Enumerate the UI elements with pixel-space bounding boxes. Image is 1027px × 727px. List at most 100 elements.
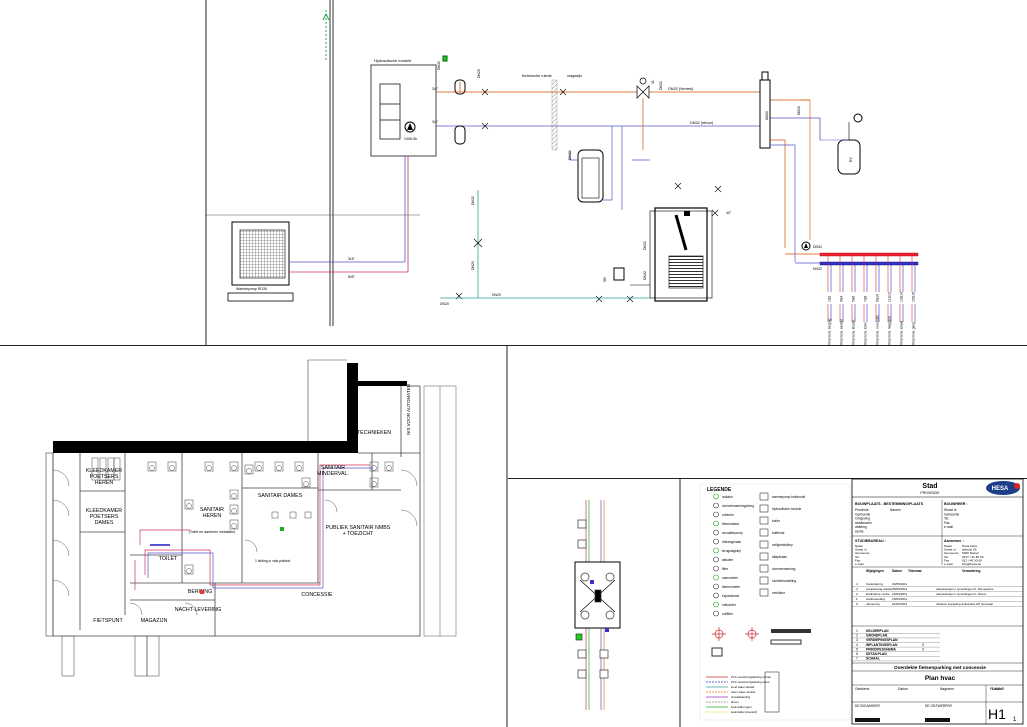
expansion-vessel <box>454 79 466 95</box>
legend-item: luchtbehandeling <box>759 576 796 585</box>
manifold-target-label: Vloerverw. gang <box>912 322 916 345</box>
legend-item: terugslagklep <box>713 547 741 554</box>
room-fietspunt: FIETSPUNT <box>93 618 123 624</box>
svg-text:radiator: radiator <box>722 495 734 499</box>
cold-water-line <box>440 190 650 299</box>
tb-rev-header: Datum <box>892 569 902 573</box>
tb-contractor-value: Hesa bvba <box>962 544 977 548</box>
svg-text:warm water sanitair: warm water sanitair <box>731 690 755 694</box>
svg-text:collector: collector <box>722 513 735 517</box>
tb-signature-label: DE BOUWHEER <box>855 704 881 708</box>
tb-footer-label: Datum <box>898 687 908 691</box>
svg-text:2: 2 <box>856 592 858 596</box>
svg-text:Aanbesteding: Aanbesteding <box>866 597 885 601</box>
hydraulic-module-label: Hydraulische module <box>374 58 412 63</box>
svg-text:afsluiter: afsluiter <box>722 558 734 562</box>
legend-line-type: koud water sanitair <box>706 685 755 689</box>
svg-text:1: 1 <box>856 597 858 601</box>
manifold-target-label: Vloerverw. toilet <box>864 322 868 345</box>
manifold-circuit-label: 5&6 <box>852 296 856 302</box>
tb-field-value: Namen <box>890 508 901 512</box>
manifold-circuit-label: 9&10 <box>876 294 880 302</box>
svg-text:DN20: DN20 <box>440 302 449 306</box>
tb-contractor-label: Fax. <box>944 558 950 562</box>
tb-rev-header: Verandering <box>962 569 980 573</box>
manifold-circuit-label: 15&16 <box>912 292 916 302</box>
svg-text:DN32: DN32 <box>643 241 647 250</box>
legend-item: afsluiter <box>713 556 734 563</box>
svg-text:driewegkraan: driewegkraan <box>722 540 741 544</box>
boiler-tank <box>654 207 708 302</box>
tb-contractor-value: 5000 Namur <box>962 551 979 555</box>
tb-plan-mark: X <box>922 643 925 647</box>
manifold-target-label: Vloerverw. lokaal <box>900 321 904 345</box>
svg-text:thermometer: thermometer <box>722 585 741 589</box>
legend-line-type: koelmiddel (gas) <box>706 705 752 709</box>
tb-plan-name: SCHAAL <box>866 657 880 661</box>
tb-contractor-value: 0477 / 21 60 60 <box>962 555 984 559</box>
tb-footer-label: Getekend <box>855 687 869 691</box>
svg-text:40°: 40° <box>726 211 732 215</box>
tb-field-label: Gemeente <box>944 512 960 516</box>
svg-text:vloerverwarming: vloerverwarming <box>772 567 796 571</box>
floor-heating-manifold <box>785 252 919 266</box>
tb-contractor-value: info@hesa.be <box>962 562 981 566</box>
section-contractor: Aannemer : <box>944 539 964 543</box>
svg-text:3/4": 3/4" <box>432 120 439 124</box>
tb-rev-header: Tekenaar <box>908 569 923 573</box>
pump-icon <box>404 121 416 133</box>
legend-item: vloerverwarmingskring <box>713 502 754 509</box>
tb-plan-no: 7 <box>856 657 858 661</box>
svg-text:3: 3 <box>856 587 858 591</box>
tech-room-label: technische ruimte <box>522 74 552 78</box>
room-sanitair-dames: SANITAIR DAMES <box>258 493 303 499</box>
legend-item: expansievat <box>713 592 739 599</box>
up-arrow-icon <box>322 12 330 21</box>
svg-text:01/09/2011: 01/09/2011 <box>892 602 908 606</box>
client-sub: PROVINCIE <box>920 491 940 495</box>
legend-item: circulatiepomp <box>713 529 743 536</box>
tb-plan-no: 1 <box>856 629 858 633</box>
svg-text:15/03/2011: 15/03/2011 <box>892 597 908 601</box>
svg-text:DN32: DN32 <box>813 267 822 271</box>
three-way-valve-icon <box>636 77 650 99</box>
ahu-detail <box>574 500 621 710</box>
svg-text:DN32: DN32 <box>643 271 647 280</box>
svg-text:manometer: manometer <box>722 576 739 580</box>
tb-plan-no: 6 <box>856 652 858 656</box>
tb-study-label: Gemeente <box>855 551 870 555</box>
svg-text:SB: SB <box>603 277 607 282</box>
floorplan-note: 1 leiding in vals plafond <box>255 559 290 563</box>
manifold-circuit-label: 3&4 <box>840 296 844 302</box>
tb-plan-name: PRINCIPESCHEMA <box>866 647 896 651</box>
svg-text:luchtbehandeling: luchtbehandeling <box>772 579 796 583</box>
tb-plan-name: VERDIEPINGSPLAN <box>866 638 898 642</box>
svg-text:05/05/2011: 05/05/2011 <box>892 587 908 591</box>
tb-contractor-value: afstand 28 <box>962 548 977 552</box>
tb-field-label: Gemeente <box>855 512 871 516</box>
legend-title: LEGENDE <box>707 487 732 493</box>
hvac-schematic: Hydraulische module 100N 8h 3/4" 5/8" <box>205 0 919 345</box>
legend-line-type: koelmiddel (vloeistof) <box>706 710 757 714</box>
plan-title: Plan hvac <box>925 675 956 682</box>
manifold-circuit-label: 7&8 <box>864 296 868 302</box>
svg-text:ontluchter: ontluchter <box>722 603 737 607</box>
tb-field-label: Tel. <box>944 517 949 521</box>
room-magazijn: MAGAZIJN <box>141 618 168 624</box>
tb-study-label: e-mail <box>855 562 864 566</box>
manifold-target-label: Vloerverw. concessie <box>876 315 880 345</box>
legend-item: veiligheidsklep <box>759 540 793 549</box>
room-concessie: CONCESSIE <box>301 592 333 598</box>
legend-item: filter <box>713 565 729 572</box>
svg-text:DN32: DN32 <box>437 61 441 70</box>
svg-text:DN32: DN32 <box>568 151 572 160</box>
svg-text:Definitieve versie: Definitieve versie <box>866 592 890 596</box>
tb-study-label: Fax. <box>855 558 861 562</box>
svg-text:4: 4 <box>856 582 858 586</box>
section-building: BOUWPLAATS - BESTEMMING/PLAATS <box>855 502 924 506</box>
tb-rev-header: Wijzigingen <box>866 569 884 573</box>
